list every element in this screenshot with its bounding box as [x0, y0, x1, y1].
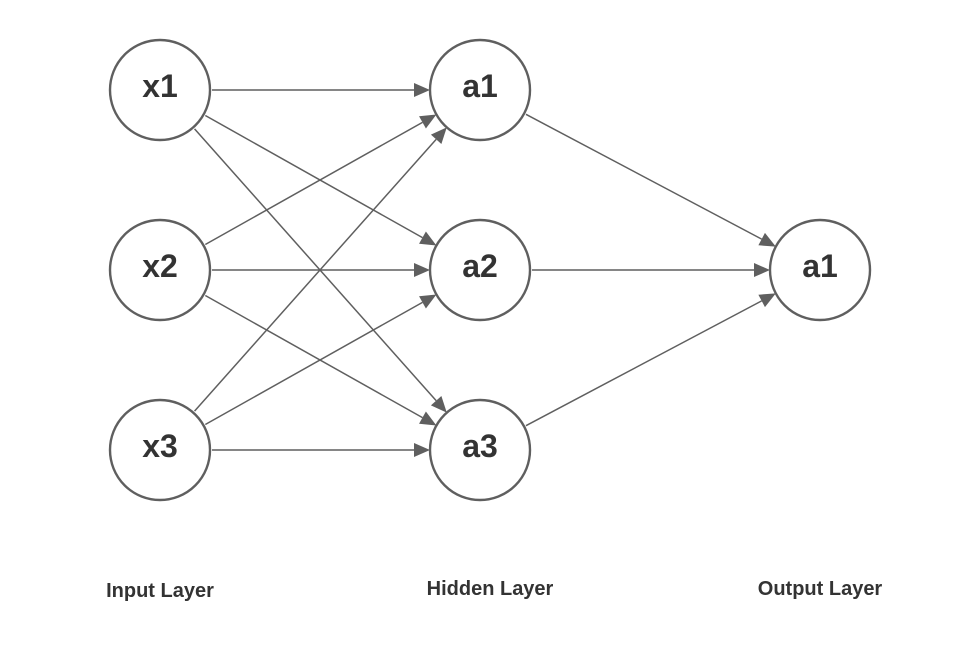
edge-x3-h3 [212, 443, 430, 457]
edge-x1-h3 [193, 128, 447, 413]
arrowhead-icon [430, 396, 447, 413]
edge-x3-h2 [204, 294, 437, 426]
node-circle [768, 218, 872, 322]
node-label: a1 [462, 68, 498, 104]
arrowhead-icon [758, 232, 776, 247]
node-circle [108, 218, 212, 322]
hidden-layer-label: Hidden Layer [427, 578, 554, 600]
edge-h3-o1 [525, 293, 776, 427]
arrowhead-icon [419, 114, 437, 129]
arrowhead-icon [419, 411, 437, 426]
node-circle [428, 218, 532, 322]
edge-x1-h2 [204, 114, 437, 246]
connections [193, 83, 776, 457]
arrowhead-icon [758, 293, 776, 308]
edge-line [525, 300, 763, 427]
arrowhead-icon [419, 294, 437, 309]
node-label: x3 [142, 428, 178, 464]
hidden-node-a3: a3 [428, 398, 532, 502]
arrowhead-icon [419, 231, 437, 246]
edge-x2-h2 [212, 263, 430, 277]
edge-x2-h1 [204, 114, 437, 246]
edge-h2-o1 [532, 263, 770, 277]
arrowhead-icon [414, 443, 430, 457]
hidden-node-a1: a1 [428, 38, 532, 142]
edge-line [525, 113, 763, 240]
input-layer-label: Input Layer [106, 580, 214, 602]
node-label: x1 [142, 68, 178, 104]
node-circle [108, 398, 212, 502]
node-label: a2 [462, 248, 498, 284]
output-layer-label: Output Layer [758, 578, 883, 600]
edge-line [204, 301, 423, 426]
node-label: a1 [802, 248, 838, 284]
node-circle [428, 398, 532, 502]
edge-h1-o1 [525, 113, 776, 247]
hidden-node-a2: a2 [428, 218, 532, 322]
edge-x2-h3 [204, 294, 437, 426]
arrowhead-icon [754, 263, 770, 277]
input-node-x3: x3 [108, 398, 212, 502]
edge-line [204, 114, 423, 239]
edge-line [204, 121, 423, 246]
node-label: a3 [462, 428, 498, 464]
input-node-x2: x2 [108, 218, 212, 322]
node-circle [428, 38, 532, 142]
arrowhead-icon [414, 263, 430, 277]
edge-line [204, 294, 423, 419]
input-node-x1: x1 [108, 38, 212, 142]
edge-x3-h1 [193, 127, 447, 412]
edge-x1-h1 [212, 83, 430, 97]
node-label: x2 [142, 248, 178, 284]
node-circle [108, 38, 212, 142]
edge-line [193, 138, 437, 412]
edge-line [193, 128, 437, 402]
arrowhead-icon [430, 127, 447, 144]
output-node-a1: a1 [768, 218, 872, 322]
arrowhead-icon [414, 83, 430, 97]
